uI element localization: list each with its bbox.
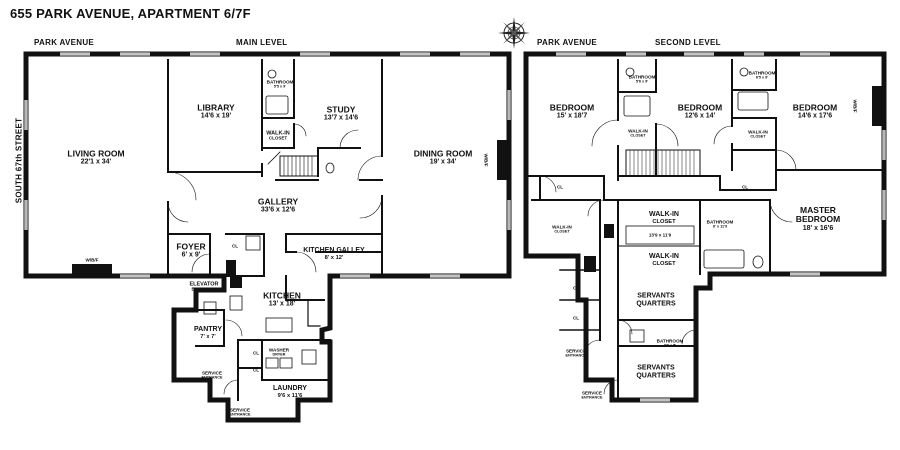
- label-cl-4: CL: [572, 315, 580, 321]
- label-wbf-bedroom: W/B/F: [852, 99, 858, 113]
- label-cl-2: CL: [741, 184, 749, 190]
- park-avenue-label-right: PARK AVENUE: [537, 38, 598, 47]
- label-wbf-living: W/B/F: [85, 257, 99, 263]
- label-cl-laundry-2: CL: [252, 367, 260, 373]
- label-cl-foyer: CL: [231, 243, 239, 249]
- plan-title: 655 PARK AVENUE, APARTMENT 6/7F: [10, 6, 251, 21]
- label-walkin-closet-dims: 13'9 x 11'9: [648, 232, 672, 238]
- park-avenue-label-left: PARK AVENUE: [34, 38, 95, 47]
- second-level-label: SECOND LEVEL: [655, 38, 721, 47]
- compass-icon: [498, 17, 530, 49]
- label-cl-3: CL: [572, 285, 580, 291]
- main-level-label: MAIN LEVEL: [236, 38, 288, 47]
- label-cl-1: CL: [556, 184, 564, 190]
- label-cl-laundry-1: CL: [252, 350, 260, 356]
- label-wbf-dining: W/B/F: [483, 153, 489, 167]
